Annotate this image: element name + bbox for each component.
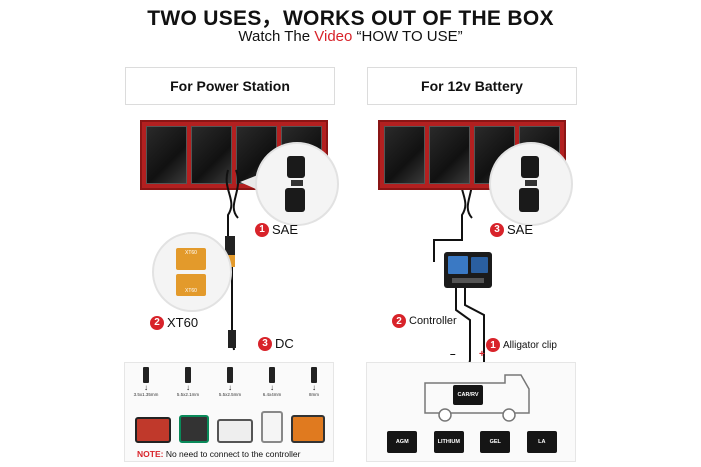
- subtitle-suffix: “HOW TO USE”: [352, 28, 463, 45]
- step-number: 1: [255, 222, 269, 237]
- battery-gel: GEL: [480, 431, 511, 453]
- battery-agm: AGM: [387, 431, 418, 453]
- label-text: DC: [275, 336, 294, 351]
- label-xt60: 2 XT60: [150, 315, 198, 330]
- car-rv-battery: CAR/RV: [453, 385, 483, 405]
- step-number: 3: [490, 222, 504, 237]
- battery-la: LA: [526, 431, 557, 453]
- label-sae-left: 1 SAE: [255, 222, 298, 237]
- rv-outline-icon: [424, 374, 530, 422]
- power-station-heading-text: For Power Station: [170, 78, 290, 94]
- page-title: TWO USES，WORKS OUT OF THE BOX: [147, 7, 554, 30]
- dc-tip: ↓ 5.5x2.1mm: [173, 367, 203, 397]
- step-number: 2: [150, 315, 164, 330]
- step-number: 3: [258, 336, 272, 351]
- battery-heading: For 12v Battery: [367, 67, 577, 105]
- note-prefix: NOTE:: [137, 449, 164, 459]
- controller-terminals: [452, 278, 484, 283]
- dc-tips-row: ↓ 3.5x1.35mm ↓ 5.5x2.1mm ↓ 5.5x2.5mm ↓ 6…: [125, 367, 335, 397]
- label-text: SAE: [272, 222, 299, 237]
- dc-tip: ↓ 8mm: [299, 367, 329, 397]
- sae-connector-zoom-left: [255, 142, 339, 226]
- note-text: NOTE: No need to connect to the controll…: [137, 449, 300, 459]
- dc-tip: ↓ 3.5x1.35mm: [131, 367, 161, 397]
- dc-tip: ↓ 5.5x2.5mm: [215, 367, 245, 397]
- dc-tip-label: 5.5x2.1mm: [176, 392, 200, 397]
- controller-panel: [471, 257, 488, 273]
- video-link[interactable]: Video: [314, 28, 353, 45]
- power-station-icon: [135, 417, 171, 443]
- dc-tip: ↓ 6.4x4mm: [257, 367, 287, 397]
- sae-plug-icon: [285, 156, 305, 212]
- dc-tip-label: 6.4x4mm: [262, 392, 282, 397]
- label-alligator-clip: 1 Alligator clip: [486, 338, 557, 352]
- label-dc: 3 DC: [258, 336, 294, 351]
- power-station-icon: [261, 411, 283, 443]
- dc-tip-label: 5.5x2.5mm: [218, 392, 242, 397]
- xt60-connector-bottom: XT60: [176, 274, 206, 296]
- label-sae-right: 3 SAE: [490, 222, 533, 237]
- dc-tip-label: 8mm: [309, 392, 319, 397]
- dc-tip-label: 3.5x1.35mm: [133, 392, 159, 397]
- power-station-devices-box: ↓ 3.5x1.35mm ↓ 5.5x2.1mm ↓ 5.5x2.5mm ↓ 6…: [124, 362, 334, 462]
- subtitle-prefix: Watch The: [238, 28, 315, 45]
- polarity-positive: +: [479, 349, 485, 360]
- xt60-connector-zoom: XT60 XT60: [152, 232, 232, 312]
- power-station-icon: [291, 415, 325, 443]
- polarity-negative: –: [450, 349, 456, 360]
- power-station-icon: [217, 419, 253, 443]
- label-text: SAE: [507, 222, 534, 237]
- sae-connector-zoom-right: [489, 142, 573, 226]
- step-number: 2: [392, 314, 406, 328]
- note-body: No need to connect to the controller: [163, 449, 301, 459]
- sae-plug-icon: [519, 156, 539, 212]
- battery-lithium: LITHIUM: [433, 431, 464, 453]
- power-station-icon: [179, 415, 209, 443]
- step-number: 1: [486, 338, 500, 352]
- label-text: XT60: [167, 315, 199, 330]
- label-text: Alligator clip: [503, 339, 557, 351]
- power-station-heading: For Power Station: [125, 67, 335, 105]
- battery-types-row: AGM LITHIUM GEL LA: [379, 431, 565, 453]
- power-stations-row: [131, 411, 329, 443]
- controller-lcd: [448, 256, 468, 274]
- xt60-connector-top: XT60: [176, 248, 206, 270]
- charge-controller: [444, 252, 492, 288]
- battery-box: – + CAR/RV AGM LITHIUM GEL LA: [366, 349, 576, 462]
- page-subtitle: Watch The Video “HOW TO USE”: [0, 28, 701, 45]
- label-controller: 2 Controller: [392, 314, 457, 328]
- label-text: Controller: [409, 315, 457, 327]
- battery-heading-text: For 12v Battery: [421, 78, 523, 94]
